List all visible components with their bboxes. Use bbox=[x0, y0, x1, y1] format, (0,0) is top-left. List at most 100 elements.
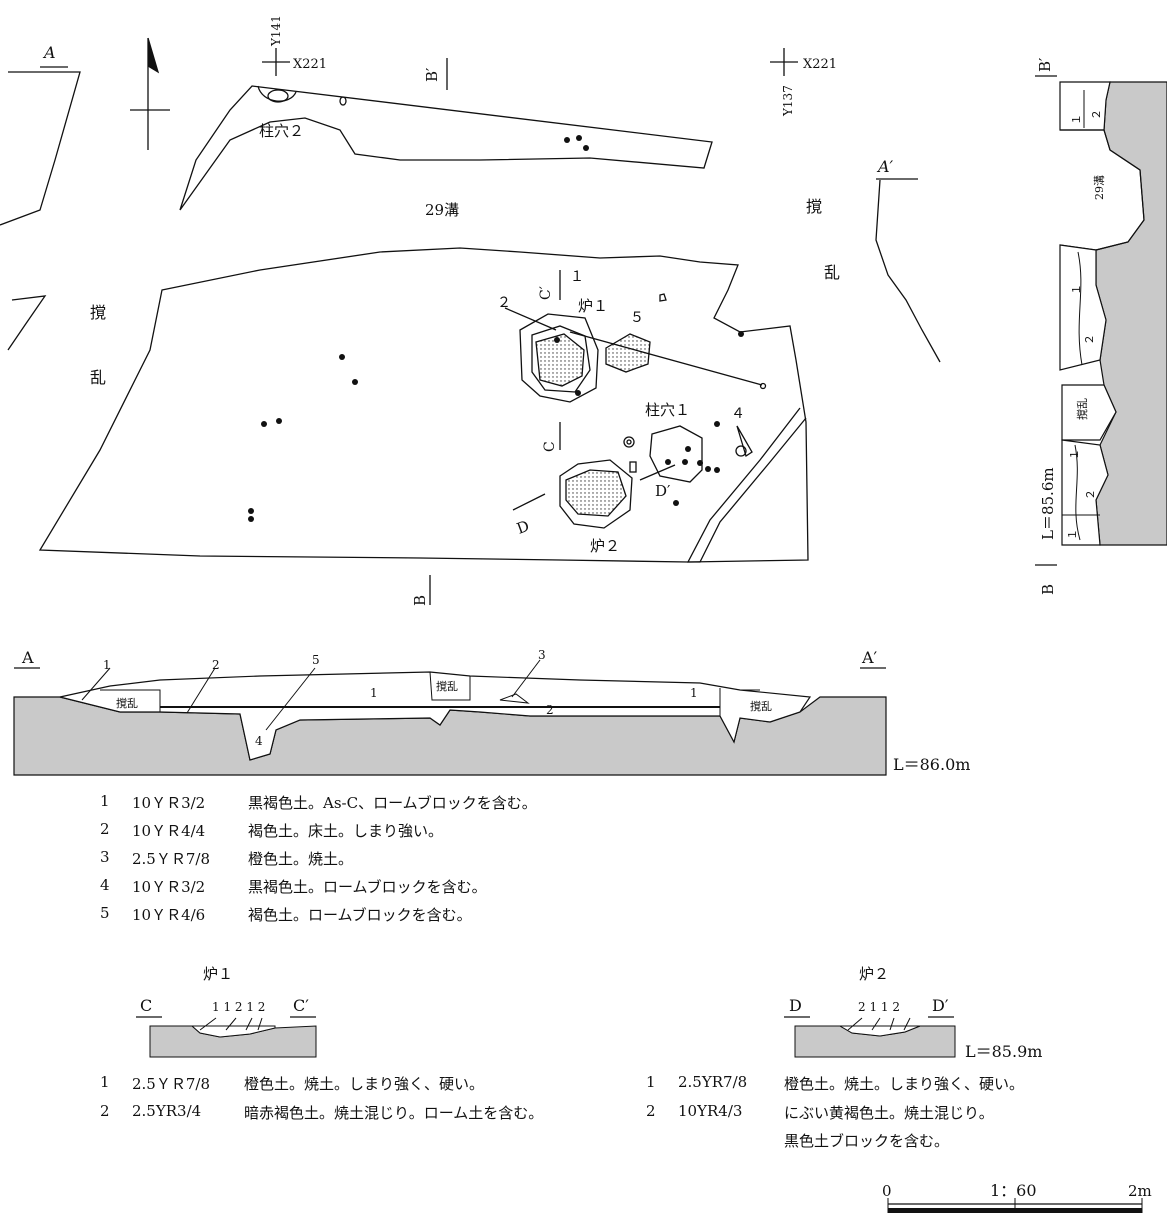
section-a-layer-4: 4 bbox=[255, 734, 263, 748]
legend-desc: 黒褐色土。ロームブロックを含む。 bbox=[248, 878, 487, 896]
legend-code: 2.5YR3/4 bbox=[132, 1102, 202, 1120]
section-b-dist-label: 撹乱 bbox=[1075, 398, 1089, 420]
section-b-level: L＝85.6m bbox=[1039, 467, 1057, 540]
grid-y137-label: Y137 bbox=[781, 85, 795, 117]
hearth-1-burnt-soil bbox=[535, 333, 585, 387]
north-arrow-icon bbox=[130, 37, 170, 150]
section-b-layer-1a: １ bbox=[1070, 114, 1083, 125]
scale-zero: 0 bbox=[882, 1182, 892, 1200]
legend-desc: 暗赤褐色土。焼土混じり。ローム土を含む。 bbox=[244, 1104, 544, 1122]
section-a-dist-1: 撹乱 bbox=[116, 696, 138, 710]
grid-x221-left-label: X221 bbox=[293, 57, 327, 72]
legend-no: 5 bbox=[100, 904, 110, 922]
section-a-label: A bbox=[42, 43, 56, 62]
section-a-callout-5: 5 bbox=[312, 653, 320, 667]
hearth-2-pit bbox=[559, 459, 633, 529]
disturbance-right-bottom: 乱 bbox=[824, 263, 840, 282]
legend-no: 2 bbox=[100, 820, 110, 838]
section-a-prime-label: A′ bbox=[876, 157, 894, 176]
scale-max: 2m bbox=[1128, 1182, 1152, 1200]
section-d-label: D bbox=[514, 517, 531, 538]
legend-desc: 橙色土。焼土。しまり強く、硬い。 bbox=[244, 1075, 485, 1093]
section-b-layer-1c: １ bbox=[1068, 449, 1081, 460]
plan-layer-1: １ bbox=[570, 269, 584, 285]
section-b-label: B bbox=[411, 595, 429, 606]
legend-no: 3 bbox=[100, 848, 110, 866]
hearth-1-section-right: C′ bbox=[293, 996, 309, 1015]
pillar-hole-1-outline bbox=[649, 425, 703, 483]
section-a-callout-1: 1 bbox=[103, 658, 111, 672]
legend-code: 10ＹＲ3/2 bbox=[132, 794, 206, 812]
hearth-2-burnt-soil bbox=[565, 469, 627, 517]
legend-code: 10YR4/3 bbox=[678, 1102, 743, 1120]
disturbance-right-top: 撹 bbox=[806, 197, 822, 216]
section-b-layer-2b: ２ bbox=[1083, 334, 1096, 345]
section-a-dist-3: 撹乱 bbox=[750, 699, 772, 713]
hearth-1-inner bbox=[531, 325, 591, 393]
legend-no: 1 bbox=[646, 1073, 656, 1091]
legend-no: 2 bbox=[100, 1102, 110, 1120]
legend-desc: 黒色土ブロックを含む。 bbox=[784, 1132, 950, 1150]
section-a-left: A bbox=[21, 648, 34, 667]
section-a-right: A′ bbox=[861, 648, 878, 667]
section-a-dist-2: 撹乱 bbox=[436, 679, 458, 693]
section-b-ditch-label: 29溝 bbox=[1093, 175, 1106, 200]
section-b-layer-1d: １ bbox=[1066, 529, 1079, 540]
section-b-profile: １ B′ B L＝85.6m 29溝 撹乱 １ ２ １ ２ １ ２ １ bbox=[1035, 57, 1167, 595]
disturbance-left-bottom: 乱 bbox=[90, 368, 106, 387]
section-a-level: L＝86.0m bbox=[893, 755, 970, 774]
legend-code: 2.5YR7/8 bbox=[678, 1073, 748, 1091]
left-outline-2 bbox=[7, 295, 47, 351]
legend-no: 1 bbox=[100, 1073, 110, 1091]
section-b-prime-label: B′ bbox=[423, 67, 441, 82]
hearth-1-section-left: C bbox=[140, 996, 152, 1015]
hearth-1-title: 炉１ bbox=[203, 965, 233, 983]
hearth-2-section-left: D bbox=[789, 996, 802, 1015]
section-a-fill bbox=[59, 671, 812, 761]
legend-code: 10ＹＲ4/6 bbox=[132, 906, 206, 924]
hearth-1-burnt-patch bbox=[605, 333, 651, 373]
legend-desc: 褐色土。床土。しまり強い。 bbox=[248, 822, 444, 840]
hearth-2-layer-numbers: 2 1 1 2 bbox=[858, 1000, 900, 1014]
legend-no: 1 bbox=[100, 792, 110, 810]
legend-desc: 橙色土。焼土。しまり強く、硬い。 bbox=[784, 1075, 1025, 1093]
section-a-layer-2: 2 bbox=[546, 703, 554, 717]
dwelling-outline bbox=[38, 247, 809, 563]
hearth-1-layer-numbers: 1 1 2 1 2 bbox=[212, 1000, 265, 1014]
grid-y141-label: Y141 bbox=[269, 15, 283, 47]
ditch-29-outline bbox=[179, 85, 713, 211]
hearth-1-section: 炉１ C C′ 1 1 2 1 2 bbox=[136, 965, 317, 1058]
section-b-layer-2a: ２ bbox=[1090, 109, 1103, 120]
left-outline bbox=[0, 71, 81, 226]
legend-code: 10ＹＲ3/2 bbox=[132, 878, 206, 896]
section-c-prime-label: C′ bbox=[538, 286, 554, 300]
plan-layer-2: ２ bbox=[497, 295, 511, 311]
legend-desc: にぶい黄褐色土。焼土混じり。 bbox=[784, 1104, 994, 1122]
section-b-prime-top: B′ bbox=[1036, 57, 1054, 72]
hearth-2-title: 炉２ bbox=[859, 965, 889, 983]
section-c-label: C bbox=[542, 441, 558, 452]
grid-x221-right-label: X221 bbox=[803, 57, 837, 72]
scale-bar: 0 1：60 2m bbox=[882, 1181, 1152, 1213]
legend-no: 2 bbox=[646, 1102, 656, 1120]
hearth-1-pit bbox=[519, 313, 599, 403]
hearth-2-label: 炉２ bbox=[590, 537, 620, 555]
disturbance-left-top: 撹 bbox=[90, 303, 106, 322]
pillar-hole-2-outline bbox=[257, 85, 297, 102]
section-a-callout-2: 2 bbox=[212, 658, 220, 672]
hearth-2-section-right: D′ bbox=[932, 996, 949, 1015]
hearth-2-level: L＝85.9m bbox=[965, 1042, 1042, 1061]
right-outline bbox=[875, 179, 941, 363]
section-d-prime-label: D′ bbox=[655, 482, 671, 500]
hearth-2-section: 炉２ D D′ 2 1 1 2 L＝85.9m bbox=[784, 965, 1042, 1061]
hearth-1-label: 炉１ bbox=[578, 297, 608, 315]
legend-code: 10ＹＲ4/4 bbox=[132, 822, 206, 840]
section-a-layer-1a: 1 bbox=[370, 686, 378, 700]
pillar-hole-1-label: 柱穴１ bbox=[645, 401, 690, 419]
plan-view bbox=[0, 37, 941, 605]
legend-desc: 褐色土。ロームブロックを含む。 bbox=[248, 906, 472, 924]
legend-no: 4 bbox=[100, 876, 110, 894]
section-b-layer-2c: ２ bbox=[1084, 489, 1097, 500]
